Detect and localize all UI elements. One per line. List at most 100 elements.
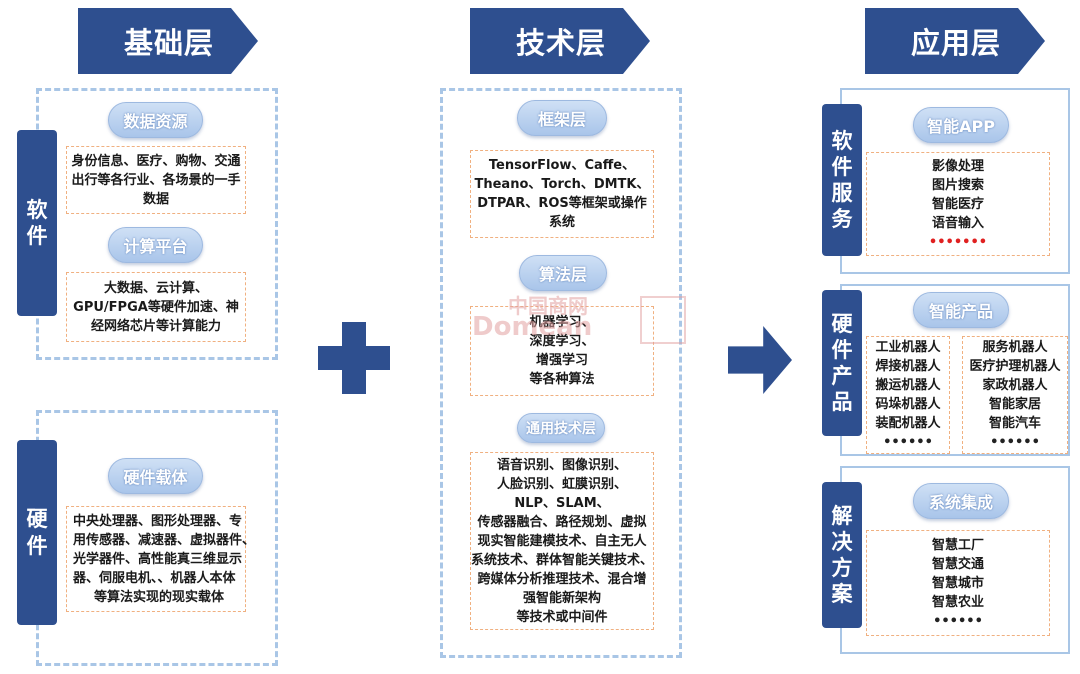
hardware-product-tab-char-3: 产 bbox=[831, 364, 853, 388]
general-tech-line-2: 人脸识别、虹膜识别、 bbox=[496, 476, 627, 492]
algorithm-pill: 算法层 bbox=[519, 255, 607, 291]
general-tech-line-8: 强智能新架构 bbox=[522, 590, 601, 606]
algorithm-line-1: 机器学习、 bbox=[529, 315, 595, 330]
compute-platform-line-3: 经网络芯片等计算能力 bbox=[90, 318, 221, 334]
solution-tab-char-2: 决 bbox=[831, 529, 853, 554]
hardware-carrier-line-2: 用传感器、减速器、虚拟器件、 bbox=[73, 532, 256, 548]
header-technology: 技术层 bbox=[470, 8, 650, 74]
compute-platform-box: 大数据、云计算、 GPU/FPGA等硬件加速、神 经网络芯片等计算能力 bbox=[66, 272, 246, 342]
smart-product-left-dots: •••••• bbox=[883, 435, 933, 450]
hardware-carrier-box: 中央处理器、图形处理器、专 用传感器、减速器、虚拟器件、 光学器件、高性能真三维… bbox=[66, 506, 255, 612]
framework-label: 框架层 bbox=[537, 110, 586, 129]
smart-app-line-4: 语音输入 bbox=[931, 215, 984, 231]
hardware-carrier-pill: 硬件载体 bbox=[108, 458, 203, 494]
algorithm-line-3: 增强学习 bbox=[535, 353, 588, 368]
compute-platform-pill: 计算平台 bbox=[108, 227, 203, 263]
system-integration-label: 系统集成 bbox=[928, 493, 993, 512]
framework-line-4: 系统 bbox=[548, 215, 575, 230]
hardware-carrier-line-4: 器、伺服电机、、机器人本体 bbox=[73, 570, 236, 586]
smart-app-dots: ••••••• bbox=[928, 234, 988, 250]
system-integration-box: 智慧工厂 智慧交通 智慧城市 智慧农业 •••••• bbox=[866, 530, 1050, 636]
smart-product-left-line-4: 码垛机器人 bbox=[875, 397, 941, 412]
algorithm-box: 机器学习、 深度学习、 增强学习 等各种算法 bbox=[470, 306, 654, 396]
hardware-tab-char-2: 件 bbox=[26, 533, 48, 558]
smart-product-left-line-5: 装配机器人 bbox=[875, 416, 941, 431]
system-integration-line-4: 智慧农业 bbox=[931, 594, 984, 610]
plus-icon-horizontal bbox=[318, 346, 390, 370]
solution-tab: 解 决 方 案 bbox=[822, 482, 862, 628]
hardware-product-tab-char-1: 硬 bbox=[831, 311, 853, 336]
header-technology-label: 技术层 bbox=[516, 26, 607, 60]
header-foundation: 基础层 bbox=[78, 8, 258, 74]
solution-tab-char-1: 解 bbox=[831, 503, 853, 528]
watermark-cn-text: 中国商网 bbox=[508, 294, 588, 318]
smart-app-label: 智能APP bbox=[927, 117, 995, 136]
framework-line-1: TensorFlow、Caffe、 bbox=[488, 158, 636, 173]
general-tech-line-3: NLP、SLAM、 bbox=[514, 495, 610, 511]
algorithm-label: 算法层 bbox=[538, 265, 587, 284]
data-resource-pill: 数据资源 bbox=[108, 102, 203, 138]
general-tech-box: 语音识别、图像识别、 人脸识别、虹膜识别、 NLP、SLAM、 传感器融合、路径… bbox=[470, 452, 654, 630]
hardware-carrier-line-5: 等算法实现的现实载体 bbox=[93, 589, 224, 605]
general-tech-pill: 通用技术层 bbox=[517, 413, 605, 443]
framework-line-2: Theano、Torch、DMTK、 bbox=[474, 177, 650, 192]
hardware-tab: 硬 件 bbox=[17, 440, 57, 625]
smart-product-pill: 智能产品 bbox=[913, 292, 1009, 328]
general-tech-line-1: 语音识别、图像识别、 bbox=[496, 457, 627, 473]
compute-platform-line-1: 大数据、云计算、 bbox=[103, 280, 208, 296]
hardware-carrier-line-3: 光学器件、高性能真三维显示 bbox=[73, 551, 243, 567]
software-tab-char-2: 件 bbox=[26, 224, 48, 248]
right-arrow-icon bbox=[728, 326, 792, 394]
data-resource-label: 数据资源 bbox=[123, 112, 188, 131]
smart-product-left-line-3: 搬运机器人 bbox=[875, 378, 941, 393]
hardware-carrier-label: 硬件载体 bbox=[123, 468, 188, 487]
compute-platform-label: 计算平台 bbox=[123, 237, 188, 256]
watermark-en-text: Domean bbox=[472, 312, 593, 342]
system-integration-line-3: 智慧城市 bbox=[931, 575, 984, 591]
data-resource-line-3: 数据 bbox=[142, 191, 169, 207]
general-tech-line-6: 系统技术、群体智能关键技术、 bbox=[471, 552, 654, 568]
header-application: 应用层 bbox=[865, 8, 1045, 74]
algorithm-line-2: 深度学习、 bbox=[529, 334, 595, 349]
algorithm-line-4: 等各种算法 bbox=[529, 372, 595, 387]
watermark-cn: 中国商网 bbox=[508, 290, 588, 319]
compute-platform-line-2: GPU/FPGA等硬件加速、神 bbox=[73, 299, 239, 315]
system-integration-dots: •••••• bbox=[933, 613, 983, 629]
hardware-carrier-line-1: 中央处理器、图形处理器、专 bbox=[73, 513, 243, 529]
system-integration-line-1: 智慧工厂 bbox=[931, 537, 984, 553]
software-tab: 软 件 bbox=[17, 130, 57, 316]
smart-product-right-line-4: 智能家居 bbox=[988, 397, 1041, 412]
smart-product-right-dots: •••••• bbox=[990, 435, 1040, 450]
solution-tab-char-4: 案 bbox=[831, 582, 853, 607]
general-tech-line-9: 等技术或中间件 bbox=[516, 609, 608, 625]
smart-product-label: 智能产品 bbox=[928, 302, 993, 321]
smart-app-box: 影像处理 图片搜索 智能医疗 语音输入 ••••••• bbox=[866, 152, 1050, 256]
smart-product-left-line-2: 焊接机器人 bbox=[875, 359, 941, 374]
data-resource-line-2: 出行等各行业、各场景的一手 bbox=[71, 172, 241, 188]
framework-pill: 框架层 bbox=[517, 100, 607, 136]
smart-app-line-3: 智能医疗 bbox=[931, 196, 984, 212]
framework-box: TensorFlow、Caffe、 Theano、Torch、DMTK、 DTP… bbox=[470, 150, 654, 238]
smart-product-right-line-1: 服务机器人 bbox=[982, 340, 1048, 355]
software-tab-char-1: 软 bbox=[26, 197, 48, 222]
smart-product-right-line-5: 智能汽车 bbox=[988, 416, 1041, 431]
software-service-tab: 软 件 服 务 bbox=[822, 104, 862, 256]
data-resource-box: 身份信息、医疗、购物、交通 出行等各行业、各场景的一手 数据 bbox=[66, 146, 246, 214]
smart-product-right-line-2: 医疗护理机器人 bbox=[969, 359, 1061, 374]
smart-app-pill: 智能APP bbox=[913, 107, 1009, 143]
solution-tab-char-3: 方 bbox=[831, 556, 853, 580]
smart-product-right-box: 服务机器人 医疗护理机器人 家政机器人 智能家居 智能汽车 •••••• bbox=[962, 336, 1068, 454]
software-service-tab-char-1: 软 bbox=[831, 128, 853, 153]
software-service-tab-char-3: 服 bbox=[831, 181, 853, 205]
framework-line-3: DTPAR、ROS等框架或操作 bbox=[477, 196, 647, 211]
header-foundation-label: 基础层 bbox=[124, 26, 215, 60]
hardware-product-tab: 硬 件 产 品 bbox=[822, 290, 862, 436]
hardware-product-tab-char-4: 品 bbox=[831, 390, 853, 415]
smart-app-line-2: 图片搜索 bbox=[931, 177, 984, 193]
software-service-tab-char-2: 件 bbox=[831, 154, 853, 179]
watermark-seal bbox=[640, 296, 686, 344]
software-service-tab-char-4: 务 bbox=[831, 207, 853, 232]
general-tech-line-4: 传感器融合、路径规划、虚拟 bbox=[477, 514, 647, 530]
hardware-product-tab-char-2: 件 bbox=[831, 337, 853, 362]
general-tech-line-5: 现实智能建模技术、自主无人 bbox=[477, 533, 647, 549]
